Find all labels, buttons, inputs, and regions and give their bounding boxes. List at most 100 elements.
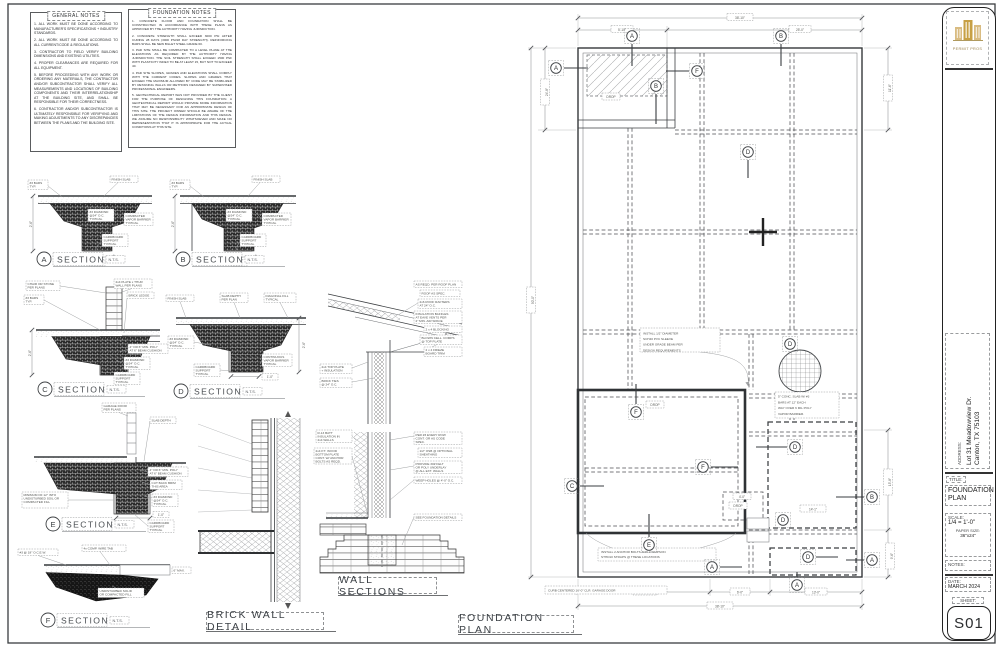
svg-text:C: C xyxy=(570,484,575,490)
brick-wall-detail-title: BRICK WALL DETAIL xyxy=(206,609,324,633)
callout: #3 @ 18" O.C.E.W. xyxy=(20,550,47,554)
section-word: SECTION xyxy=(61,615,109,625)
svg-text:D: D xyxy=(781,518,786,524)
nts-label: N.T.S. xyxy=(109,258,119,262)
nts-label: N.T.S. xyxy=(110,388,120,392)
title-underline xyxy=(458,634,582,635)
section-f-detail: #3 @ 18" O.C.E.W. 4x COMP. WIRE TAB 6" M… xyxy=(17,544,192,628)
callout: BLOWN CELL. COMPS@ TOP PLATE xyxy=(422,336,455,344)
brand-name: PERMIT PROS xyxy=(952,47,983,51)
svg-text:E: E xyxy=(647,543,651,549)
section-letter: B xyxy=(180,255,185,264)
section-marker: A xyxy=(548,60,588,76)
section-marker: A xyxy=(704,559,742,575)
svg-text:D: D xyxy=(788,342,793,348)
dim-text: 4'-0" xyxy=(739,495,745,499)
callout: SLAB DEPTH xyxy=(152,418,171,422)
address-line2: Canton, TX 75103 xyxy=(974,411,982,465)
dim-text: 2'-6" xyxy=(171,221,175,227)
section-a-label: A SECTION N.T.S. xyxy=(36,251,140,267)
address-block: ADDRESS: Lot 31 Meadowview Dr. Canton, T… xyxy=(945,333,990,469)
date-block: DATE: MARCH 2024 xyxy=(945,577,991,592)
section-marker: D xyxy=(740,144,756,178)
foundation-notes-box: FOUNDATION NOTES 1. CONCRETE FLOOR AND F… xyxy=(128,8,236,148)
wall-sections-title: WALL SECTIONS xyxy=(338,574,437,598)
nts-label: N.T.S. xyxy=(248,258,258,262)
svg-text:A: A xyxy=(710,565,714,571)
slab-outline xyxy=(577,47,863,578)
address-label: ADDRESS: xyxy=(957,441,962,465)
nts-label: N.T.S. xyxy=(113,619,123,623)
section-marker: A xyxy=(624,28,640,66)
paper-size-value: 36"x24" xyxy=(960,533,976,538)
foundation-notes-title: FOUNDATION NOTES xyxy=(148,8,216,18)
foundation-notes-body: 1. CONCRETE FLOOR AND FOUNDATION SHALL B… xyxy=(132,19,232,130)
section-marker: D xyxy=(782,336,798,352)
section-marker: B xyxy=(773,28,789,66)
dim-text: 38'-10" xyxy=(735,16,745,20)
section-word: SECTION xyxy=(196,254,244,264)
slab-reinforcement-detail xyxy=(778,349,822,393)
section-e-label: E SECTION N.T.S. xyxy=(45,516,146,532)
dim-text: 15'-8" xyxy=(888,478,892,486)
callout: #3 DIAMOND@24" O.C.TYPICAL xyxy=(228,210,248,221)
section-c-label: C SECTION N.T.S. xyxy=(37,381,145,397)
sheet-title: FOUNDATION PLAN xyxy=(945,485,994,506)
drop-label: DROP xyxy=(650,403,659,407)
section-marker: F xyxy=(628,384,644,420)
sheet-label: SHEET: xyxy=(952,597,984,604)
extension-lines xyxy=(528,14,892,610)
dim-text: 24'-8" xyxy=(545,88,549,96)
section-marker: D xyxy=(756,439,803,455)
callout: AS REQD. PER ROOF PLAN xyxy=(416,282,457,286)
section-marker: A xyxy=(846,552,880,568)
dim-text: 2'-6" xyxy=(28,350,32,356)
drop-label: DROP xyxy=(733,504,742,508)
nts-label: N.T.S. xyxy=(246,390,256,394)
callout: #3 DIAMOND@24" O.C.TYPICAL xyxy=(90,210,110,221)
title-underline xyxy=(206,631,336,632)
general-notes-body: 1. ALL WORK MUST BE DONE ACCORDING TO MA… xyxy=(34,22,118,125)
section-marker: B xyxy=(648,78,664,124)
general-notes-box: GENERAL NOTES 1. ALL WORK MUST BE DONE A… xyxy=(30,11,122,152)
dim-text: 50'-0" xyxy=(531,296,535,304)
scale-value: 1/4 = 1'-0" xyxy=(948,520,976,526)
section-word: SECTION xyxy=(194,386,242,396)
section-marker: C xyxy=(564,478,604,494)
section-markers: A B A F B D D F C F E A D B D D A A xyxy=(548,28,880,593)
section-f-label: F SECTION N.T.S. xyxy=(40,612,150,628)
dim-text: 9'-6" xyxy=(890,553,894,559)
dim-text: 2'-6" xyxy=(29,221,33,227)
divider xyxy=(945,68,993,70)
nts-label: N.T.S. xyxy=(118,523,128,527)
garage-slab xyxy=(576,388,747,535)
svg-text:D: D xyxy=(793,445,798,451)
section-letter: D xyxy=(178,387,184,396)
address-line1: Lot 31 Meadowview Dr. xyxy=(966,396,973,465)
section-letter: F xyxy=(46,616,51,625)
garage-door-note: CURB CENTERED 16'-0" CLR. GARAGE DOOR xyxy=(548,589,616,593)
dim-text: 1'-0" xyxy=(158,513,164,517)
callout: BRICK LEDGE xyxy=(129,293,150,297)
